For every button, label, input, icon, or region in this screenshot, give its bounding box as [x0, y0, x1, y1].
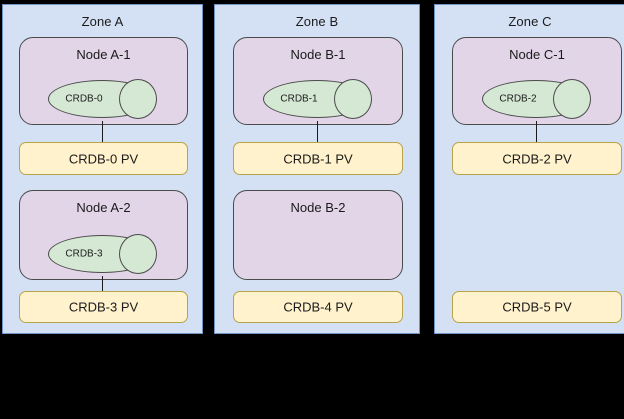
- pod-crdb-3[interactable]: CRDB-3: [48, 234, 157, 274]
- pod-cylinder-cap: [119, 234, 157, 274]
- pv-crdb-2[interactable]: CRDB-2 PV: [452, 142, 622, 175]
- pv-crdb-4-label: CRDB-4 PV: [283, 299, 353, 315]
- pod-crdb-1-label: CRDB-1: [280, 93, 318, 105]
- node-b-1-label: Node B-1: [290, 47, 346, 62]
- zone-title-c: Zone C: [508, 14, 552, 29]
- pv-crdb-3-label: CRDB-3 PV: [68, 299, 139, 315]
- pv-crdb-3[interactable]: CRDB-3 PV: [19, 291, 188, 323]
- node-b-1[interactable]: Node B-1 CRDB-1: [233, 37, 403, 125]
- pod-crdb-3-label: CRDB-3: [65, 248, 103, 260]
- pv-crdb-5-label: CRDB-5 PV: [502, 299, 572, 315]
- pod-cylinder-cap: [553, 79, 591, 119]
- connector-crdb-1: [317, 121, 318, 143]
- pod-crdb-0-label: CRDB-0: [65, 93, 103, 105]
- pod-crdb-2-label: CRDB-2: [499, 93, 537, 105]
- connector-crdb-0: [102, 121, 103, 143]
- pv-crdb-2-label: CRDB-2 PV: [502, 151, 572, 166]
- node-a-2-label: Node A-2: [76, 200, 131, 215]
- pod-cylinder-cap: [119, 79, 157, 119]
- pv-crdb-0-label: CRDB-0 PV: [68, 151, 139, 166]
- pod-crdb-2[interactable]: CRDB-2: [482, 79, 591, 119]
- connector-crdb-2: [536, 121, 537, 143]
- pv-crdb-1[interactable]: CRDB-1 PV: [233, 142, 403, 175]
- node-a-2[interactable]: Node A-2 CRDB-3: [19, 190, 188, 280]
- node-a-1-label: Node A-1: [76, 47, 131, 62]
- pv-crdb-4[interactable]: CRDB-4 PV: [233, 291, 403, 323]
- zone-panel-c[interactable]: Zone C Node C-1 CRDB-2 CRDB-2 PV CRDB-5 …: [434, 4, 624, 334]
- pv-crdb-1-label: CRDB-1 PV: [283, 151, 353, 166]
- node-c-1[interactable]: Node C-1 CRDB-2: [452, 37, 622, 125]
- pod-cylinder-cap: [334, 79, 372, 119]
- node-b-2-label: Node B-2: [290, 200, 346, 215]
- node-b-2[interactable]: Node B-2: [233, 190, 403, 280]
- zone-panel-b[interactable]: Zone B Node B-1 CRDB-1 CRDB-1 PV Node B-…: [214, 4, 420, 334]
- node-a-1[interactable]: Node A-1 CRDB-0: [19, 37, 188, 125]
- node-c-1-label: Node C-1: [509, 47, 565, 62]
- pv-crdb-5[interactable]: CRDB-5 PV: [452, 291, 622, 323]
- pv-crdb-0[interactable]: CRDB-0 PV: [19, 142, 188, 175]
- pod-crdb-0[interactable]: CRDB-0: [48, 79, 157, 119]
- zone-panel-a[interactable]: Zone A Node A-1 CRDB-0 CRDB-0 PV Node A-…: [2, 4, 203, 334]
- connector-crdb-3: [102, 276, 103, 294]
- zone-title-a: Zone A: [81, 14, 124, 29]
- zone-title-b: Zone B: [295, 14, 339, 29]
- pod-crdb-1[interactable]: CRDB-1: [263, 79, 372, 119]
